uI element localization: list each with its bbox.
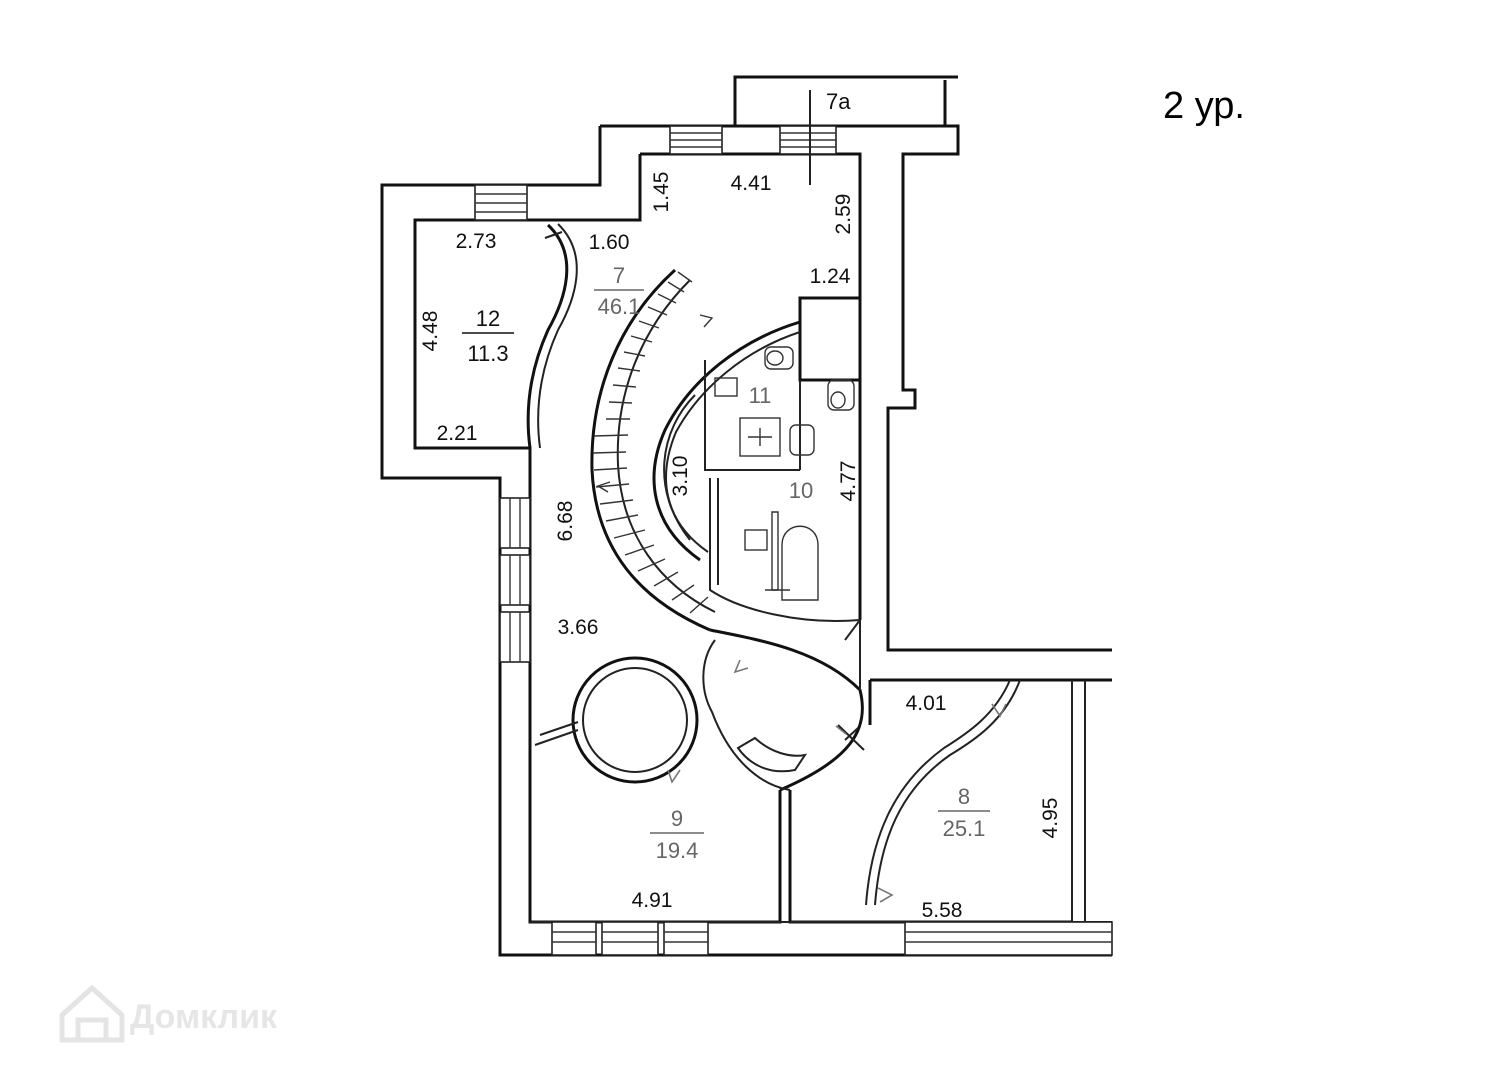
dim-1-60: 1.60: [589, 231, 630, 254]
dimension-labels: 4.41 1.45 2.59 1.24 2.73 1.60 4.48 2.21 …: [419, 172, 1062, 922]
watermark: Домклик: [59, 984, 278, 1043]
windows: [474, 90, 1113, 956]
room-10-number: 10: [789, 478, 813, 503]
room-12-area: 11.3: [467, 341, 508, 366]
room-7a-number: 7а: [826, 89, 851, 114]
interior-walls: [526, 223, 1021, 906]
dim-3-10: 3.10: [669, 456, 692, 497]
room-12-number: 12: [476, 306, 500, 331]
room-8-area: 25.1: [943, 816, 986, 841]
dim-4-95: 4.95: [1039, 798, 1062, 839]
dim-4-48: 4.48: [419, 311, 442, 352]
door-swing-arrows: [667, 659, 1007, 903]
house-logo-icon: [59, 984, 125, 1043]
dim-2-21: 2.21: [437, 422, 478, 445]
room-9-number: 9: [671, 806, 683, 831]
dim-3-66: 3.66: [558, 616, 599, 639]
dim-4-01: 4.01: [906, 692, 947, 715]
watermark-text: Домклик: [130, 998, 278, 1036]
dim-5-58: 5.58: [922, 899, 963, 922]
room-8-number: 8: [958, 784, 970, 809]
room-7-area: 46.1: [598, 294, 641, 319]
room-labels: 7а 7 46.1 8 25.1 9 19.4 10 11 12 11.3: [462, 89, 990, 863]
dim-4-41: 4.41: [731, 172, 772, 195]
dim-1-24: 1.24: [810, 265, 851, 288]
dim-1-45: 1.45: [650, 172, 673, 213]
room-11-number: 11: [749, 383, 772, 408]
dim-2-73: 2.73: [456, 230, 497, 253]
dim-6-68: 6.68: [554, 501, 577, 542]
fixtures: [714, 346, 855, 601]
room-7-number: 7: [613, 263, 625, 288]
dim-4-77: 4.77: [837, 461, 860, 502]
dim-4-91: 4.91: [632, 889, 673, 912]
level-label: 2 ур.: [1163, 85, 1245, 127]
room-9-area: 19.4: [656, 838, 699, 863]
dim-2-59: 2.59: [832, 194, 855, 235]
